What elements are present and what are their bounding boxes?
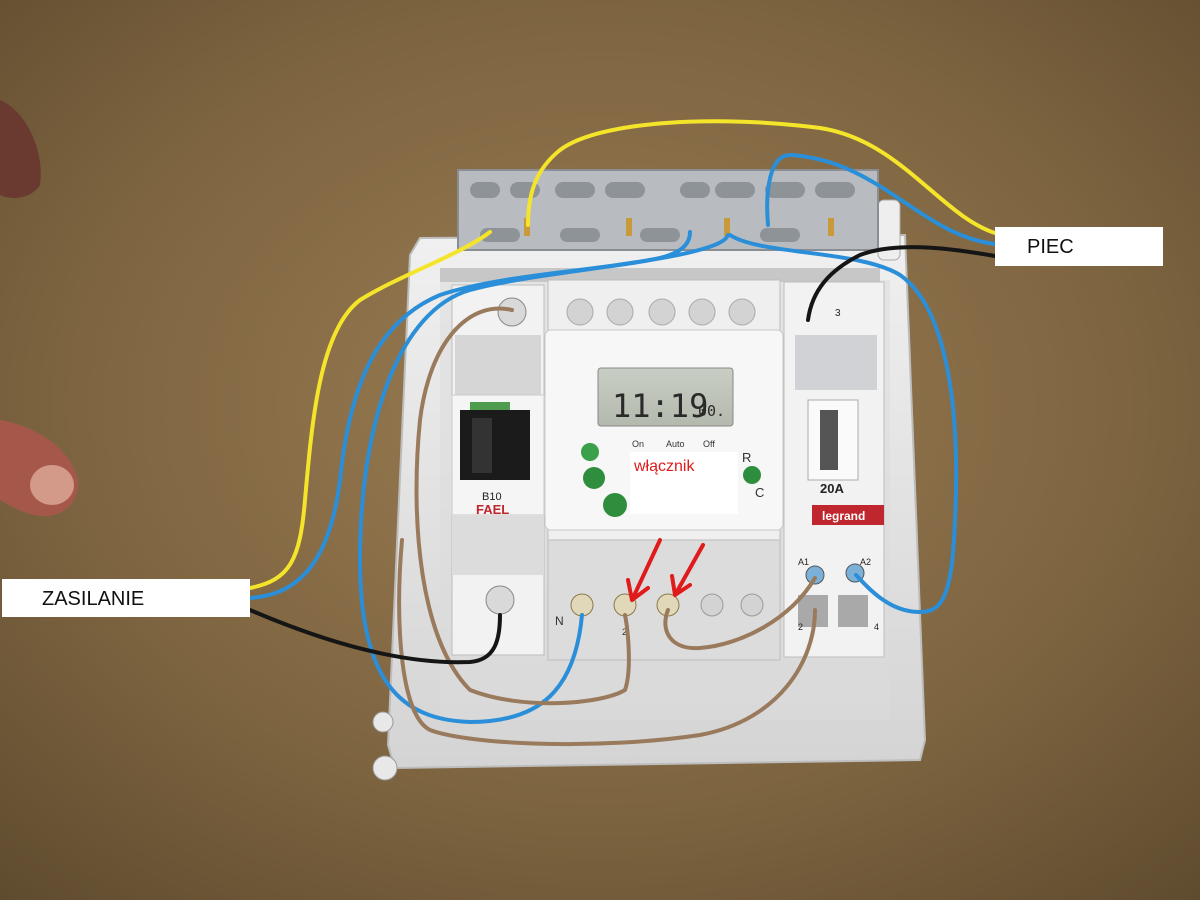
contactor-terminal-2: 2 [798,622,803,632]
finger-top [0,100,41,198]
wire-blue-piec [765,153,997,246]
zasilanie-label: ZASILANIE [2,579,250,617]
red-arrow-right [670,543,705,597]
contactor-brand: legrand [822,509,865,523]
timer-key-c: C [755,485,764,500]
terminal-screws-brass [524,218,834,236]
wire-blue-contactor [728,233,959,614]
circuit-breaker [451,284,545,656]
contactor-terminal-a1: A1 [798,557,809,567]
wire-black-supply [248,608,502,665]
contactor-terminal-a2: A2 [860,557,871,567]
contactor-module [783,281,885,658]
wire-yellow-piec [526,119,997,235]
wire-yellow-supply [248,230,492,590]
mounting-lug-bottom [372,755,398,781]
wire-brown-loop [397,538,817,747]
wire-brown-breaker [414,306,631,706]
piec-label: PIEC [995,227,1163,266]
timer-terminal-screws [570,593,764,617]
wire-blue-timer-n [358,233,730,724]
timer-display-seconds: 00. [698,402,725,420]
red-arrow-left [626,538,662,602]
breaker-rating: B10 [482,491,502,503]
red-arrows [626,538,705,602]
fingernail [30,465,74,505]
timer-display: 11:19 [612,387,708,425]
mounting-lug-left [372,711,394,733]
timer-terminal-n: N [555,614,564,628]
wire-black-piec [806,245,997,322]
breaker-brand: FAEL [476,502,509,517]
wire-brown-contactor [663,576,817,651]
din-rail [440,268,880,282]
timer-terminal-2: 2 [622,627,627,637]
contactor-terminal-4: 4 [874,622,879,632]
timer-key-r: R [742,450,751,465]
contactor-rating: 20A [820,481,844,496]
contactor-terminal-3: 3 [835,308,841,319]
timer-mode-auto: Auto [666,439,685,449]
timer-mode-off: Off [703,439,715,449]
wlacznik-label: włącznik [630,452,738,514]
timer-mode-on: On [632,439,644,449]
